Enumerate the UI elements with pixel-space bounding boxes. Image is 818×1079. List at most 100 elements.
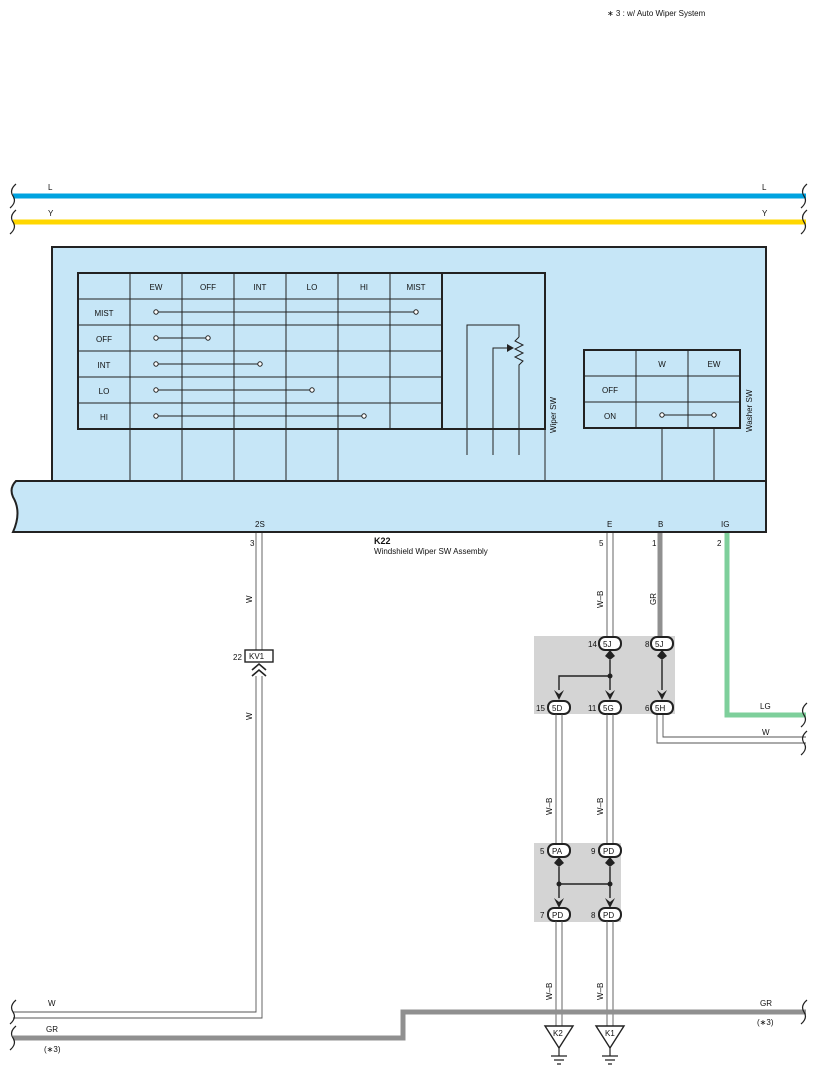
washer-sw-label: Washer SW xyxy=(745,389,754,432)
wiper-col-header: HI xyxy=(360,283,368,292)
arrow-down-icon xyxy=(605,690,615,700)
conn-9-pin: 9 xyxy=(591,847,596,856)
wire-e-lines xyxy=(606,533,614,640)
top-wire-blue: L L xyxy=(9,183,808,209)
terminal-b: B xyxy=(658,520,663,529)
wiper-row-header: OFF xyxy=(96,335,112,344)
wiper-contact xyxy=(153,361,159,367)
arrow-down-icon xyxy=(605,898,615,908)
wiper-col-header: OFF xyxy=(200,283,216,292)
junction-upper: 14 5J 8 5J 15 5D 11 5G 6 5H xyxy=(534,636,675,715)
kv1-box xyxy=(244,649,274,663)
resistor-wire-a xyxy=(466,324,520,455)
conn-15-name: 5D xyxy=(552,704,562,713)
wire-break-right xyxy=(800,183,808,209)
wire-ig: LG xyxy=(724,533,808,728)
wire-break-right xyxy=(800,730,808,756)
conn-14-name: 5J xyxy=(603,640,611,649)
conn-8-name: 5J xyxy=(655,640,663,649)
wire-label-y-left: Y xyxy=(48,209,54,218)
wiper-contact xyxy=(257,361,263,367)
arrow-up-icon xyxy=(657,650,667,660)
wire-ig-line xyxy=(724,533,806,718)
conn-11-pin: 11 xyxy=(588,704,597,713)
wiper-contact xyxy=(153,335,159,341)
resistor-wiper xyxy=(492,347,513,455)
wires-ground-lines xyxy=(555,921,614,1026)
wire-e: W–B xyxy=(596,533,614,640)
wire-break-left xyxy=(9,209,17,235)
junction-lower-dot xyxy=(556,881,562,887)
ground-k2-triangle xyxy=(543,1025,575,1050)
wire-label-l-left: L xyxy=(48,183,53,192)
wire-break-left xyxy=(9,999,17,1025)
wire-b-label: GR xyxy=(649,593,658,605)
ground-k1-triangle xyxy=(594,1025,626,1050)
resistor-symbol xyxy=(466,324,546,481)
wire-2s-upper xyxy=(255,533,263,651)
ground-icon xyxy=(602,1048,618,1065)
arrow-down-icon xyxy=(657,690,667,700)
wire-label-y-right: Y xyxy=(762,209,768,218)
conn-8b-pin: 8 xyxy=(591,911,596,920)
washer-row-header: OFF xyxy=(602,386,618,395)
wiper-contact xyxy=(361,413,367,419)
pin-1: 1 xyxy=(652,539,657,548)
wiper-row-header: LO xyxy=(99,387,110,396)
conn-11-name: 5G xyxy=(603,704,614,713)
right-gr-label: GR xyxy=(760,999,772,1008)
pin-3: 3 xyxy=(250,539,255,548)
conn-6-5h: 6 5H xyxy=(645,700,674,715)
conn-5-name: PA xyxy=(552,847,563,856)
wire-b: GR xyxy=(649,533,663,640)
bottom-gr-label: GR xyxy=(46,1025,58,1034)
conn-8-pin: 8 xyxy=(645,640,650,649)
conn-8-pd: 8 PD xyxy=(591,907,622,922)
pin-2: 2 xyxy=(717,539,722,548)
wire-label-l-right: L xyxy=(762,183,767,192)
arrow-down-icon xyxy=(554,898,564,908)
kv1-name: KV1 xyxy=(249,652,265,661)
terminal-labels: 2S E B IG 3 5 1 2 K22 Windshield Wiper S… xyxy=(250,520,729,556)
wiper-col-header: LO xyxy=(307,283,318,292)
wire-2s-label-lower: W xyxy=(245,712,254,720)
wire-15-label: W–B xyxy=(545,798,554,815)
wire-pd7-label: W–B xyxy=(545,983,554,1000)
terminal-2s: 2S xyxy=(255,520,265,529)
wire-11-label: W–B xyxy=(596,798,605,815)
ground-k2-label: K2 xyxy=(553,1029,563,1038)
ground-k2: K2 xyxy=(543,1025,575,1065)
wire-return: W xyxy=(656,713,808,756)
conn-15-pin: 15 xyxy=(536,704,545,713)
note-auto-wiper: ∗ 3 : w/ Auto Wiper System xyxy=(607,9,706,18)
conn-5-pin: 5 xyxy=(540,847,545,856)
wires-ground: W–B W–B xyxy=(545,921,614,1026)
washer-col-header: W xyxy=(658,360,666,369)
ground-icon xyxy=(551,1048,567,1065)
wire-break-left xyxy=(9,183,17,209)
junction-lower: 5 PA 9 PD 7 PD 8 PD xyxy=(534,843,622,922)
wire-ig-label: LG xyxy=(760,702,771,711)
right-gr-note: (∗3) xyxy=(757,1018,774,1027)
wiper-row-header: MIST xyxy=(94,309,113,318)
conn-6-shape xyxy=(650,700,674,715)
conn-14-5j: 14 5J xyxy=(588,636,622,651)
component-name: Windshield Wiper SW Assembly xyxy=(374,547,488,556)
wires-mid: W–B W–B xyxy=(545,714,614,844)
wire-2s-label-upper: W xyxy=(245,595,254,603)
pin-5: 5 xyxy=(599,539,604,548)
bottom-gr-note: (∗3) xyxy=(44,1045,61,1054)
bottom-gr-wire: W GR (∗3) GR (∗3) xyxy=(9,999,808,1054)
resistor-arrow-icon xyxy=(507,344,514,352)
wire-pd8-label: W–B xyxy=(596,983,605,1000)
resistor-zigzag xyxy=(513,336,525,455)
kv1-pin: 22 xyxy=(233,653,242,662)
wire-break-left xyxy=(9,1025,17,1051)
arrow-up-icon xyxy=(605,650,615,660)
wiper-contact xyxy=(153,413,159,419)
wire-return-lines xyxy=(656,713,806,744)
